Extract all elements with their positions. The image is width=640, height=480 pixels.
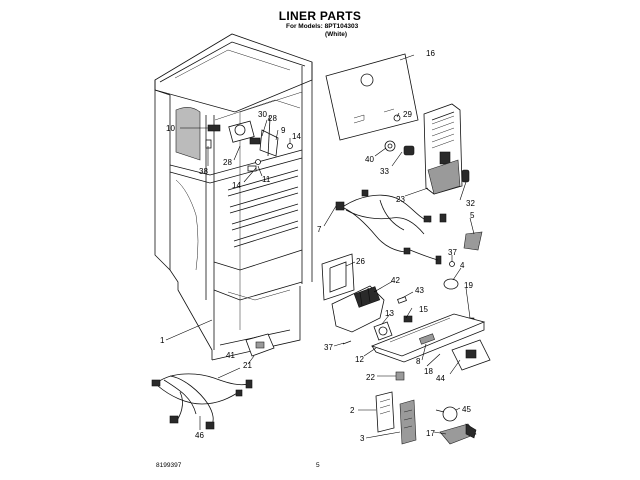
callout-3: 3 [360,434,365,443]
callout-7: 7 [317,225,322,234]
model-info: For Models: 8PT104303 (White) [286,23,358,39]
callout-44: 44 [436,374,445,383]
callout-19: 19 [464,281,473,290]
callout-38: 38 [199,167,208,176]
part-17-bracket [439,423,477,445]
document-number: 8199397 [156,462,182,469]
callout-33: 33 [380,167,389,176]
part-4-lamp-socket [443,278,459,290]
part-37-screw-upper [449,261,455,267]
leader-lines [165,54,475,439]
part-13-thermostat [373,321,393,341]
callout-18: 18 [424,367,433,376]
wire-harness-upper [335,189,447,265]
callout-1: 1 [160,336,165,345]
callout-9: 9 [281,126,286,135]
callout-13: 13 [385,309,394,318]
callout-10: 10 [166,124,175,133]
part-5-bracket [463,231,483,251]
callout-14-left: 14 [232,181,241,190]
part-43-pin [397,296,407,304]
part-3-cover [399,399,417,445]
callout-17: 17 [426,429,435,438]
callout-4: 4 [460,261,465,270]
part-15-switch [403,315,413,323]
callout-5: 5 [470,211,475,220]
callout-30: 30 [258,110,267,119]
callout-12: 12 [355,355,364,364]
callout-11: 11 [262,175,271,184]
callout-23: 23 [396,195,405,204]
callout-labels: 16 29 40 33 23 32 7 5 37 4 19 26 42 43 1… [160,49,475,443]
part-41-connector [245,333,275,357]
part-22-clip [395,371,405,381]
evaporator-cover-panel [325,53,419,141]
callout-29: 29 [403,110,412,119]
callout-42: 42 [391,276,400,285]
callout-46: 46 [195,431,204,440]
callout-37-upper: 37 [448,248,457,257]
part-12-control-box [370,313,486,363]
callout-41: 41 [226,351,235,360]
callout-43: 43 [415,286,424,295]
callout-37-lower: 37 [324,343,333,352]
models-line: For Models: 8PT104303 [286,23,359,30]
callout-28-right: 28 [268,114,277,123]
callout-22: 22 [366,373,375,382]
callout-16: 16 [426,49,435,58]
callout-32: 32 [466,199,475,208]
callout-8: 8 [416,357,421,366]
part-45-lamp [435,406,458,422]
refrigerator-liner [154,33,313,361]
part-2-cover [375,391,395,433]
control-housing-assembly [205,117,293,172]
part-42-control-assembly [331,285,385,333]
callout-21: 21 [243,361,252,370]
air-duct-housing [423,103,470,195]
part-37-screw-lower [342,340,352,345]
part-26-bracket [321,253,355,301]
part-44-bracket [451,339,491,371]
callout-15: 15 [419,305,428,314]
callout-40: 40 [365,155,374,164]
page-title: LINER PARTS [278,9,362,23]
callout-28-left: 28 [223,158,232,167]
page-number: 5 [316,462,320,469]
callout-2: 2 [350,406,355,415]
callout-26: 26 [356,257,365,266]
part-46-wire-harness-lower [151,373,253,430]
callout-45: 45 [462,405,471,414]
color-line: (White) [325,31,348,38]
callout-14-right: 14 [292,132,301,141]
duct-small-parts [384,114,415,156]
